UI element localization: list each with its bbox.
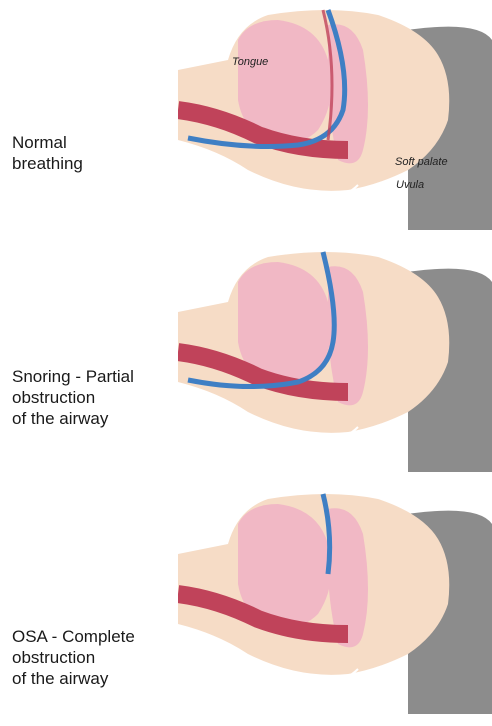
panel-label: OSA - Complete obstruction of the airway — [12, 626, 182, 689]
airway-illustration — [178, 0, 492, 242]
panel-snoring: Snoring - Partial obstruction of the air… — [0, 242, 492, 484]
panel-normal-breathing: Normal breathing Tongue Soft palate Uvul… — [0, 0, 492, 242]
callout-soft-palate: Soft palate — [395, 156, 448, 168]
airway-illustration — [178, 484, 492, 726]
panel-label: Snoring - Partial obstruction of the air… — [12, 366, 182, 429]
airway-illustration — [178, 242, 492, 484]
panel-label: Normal breathing — [12, 132, 182, 174]
panel-osa: OSA - Complete obstruction of the airway — [0, 484, 492, 726]
callout-tongue: Tongue — [232, 56, 268, 68]
callout-uvula: Uvula — [396, 179, 424, 191]
